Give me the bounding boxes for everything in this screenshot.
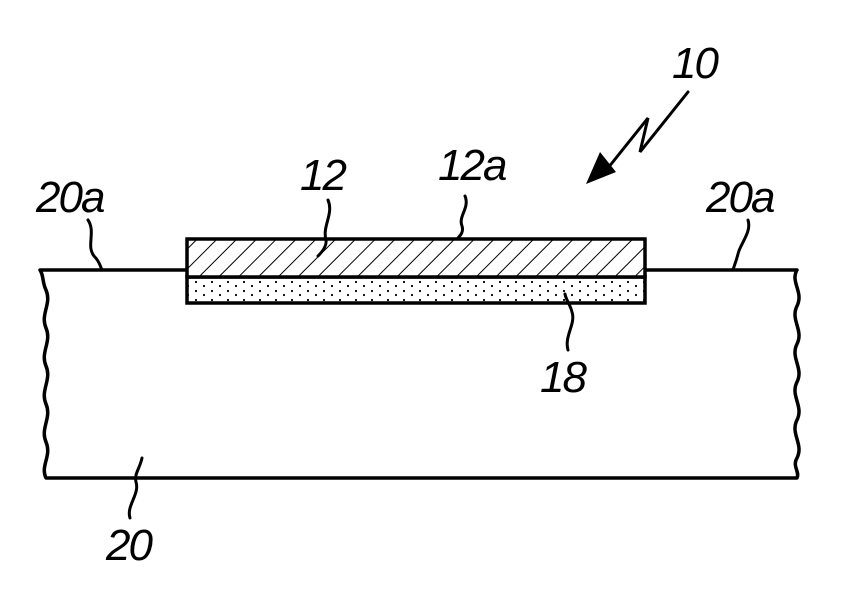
leader-20a-right: [733, 220, 749, 270]
layer-12-hatching: [187, 239, 645, 277]
leader-12a: [457, 196, 466, 239]
label-assembly: 10: [672, 39, 719, 88]
leader-10: [608, 92, 688, 168]
leader-20a-left: [88, 220, 102, 270]
bond-layer-18: [187, 277, 645, 303]
leader-20: [129, 458, 142, 518]
label-bond-layer: 18: [540, 353, 587, 402]
label-layer-surface: 12a: [438, 141, 506, 190]
label-substrate-surface-left: 20a: [35, 173, 104, 222]
label-substrate: 20: [105, 521, 153, 570]
label-substrate-surface-right: 20a: [705, 173, 774, 222]
arrowhead-10: [586, 152, 616, 184]
label-layer: 12: [300, 151, 346, 200]
